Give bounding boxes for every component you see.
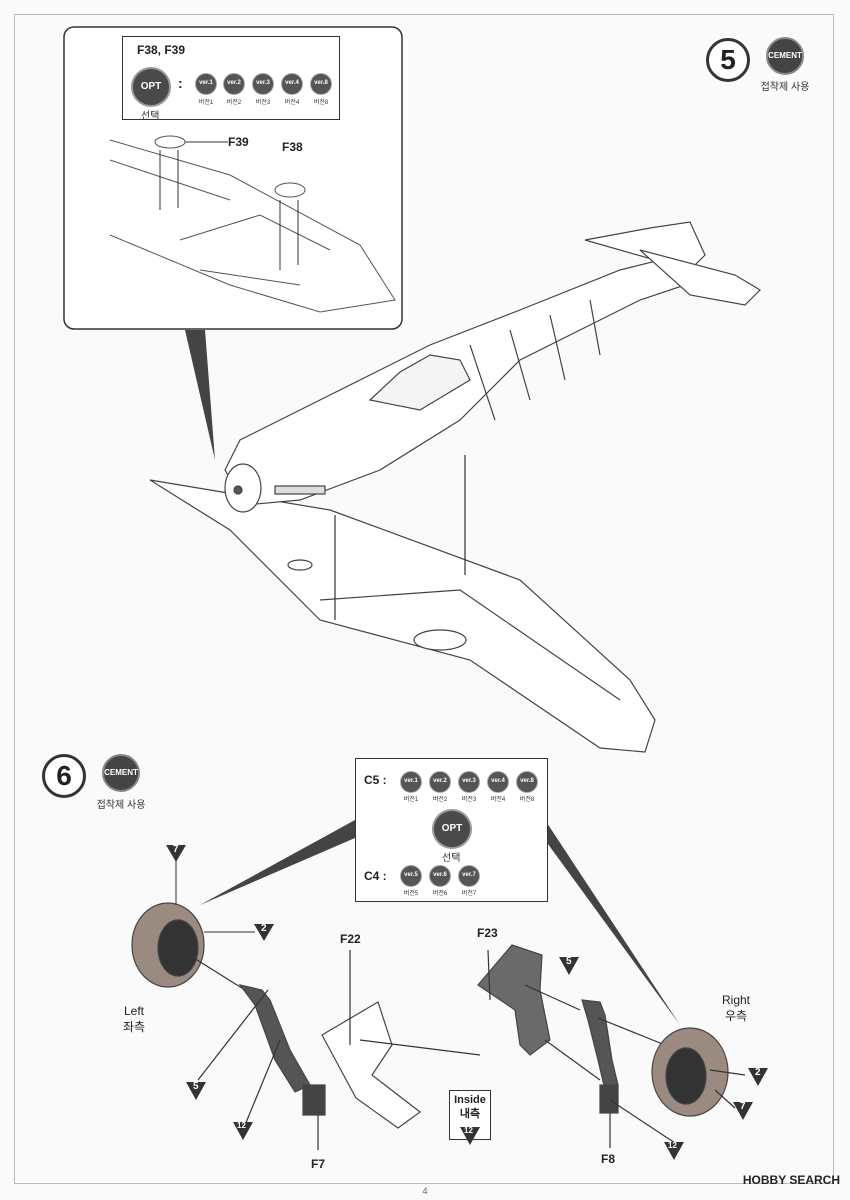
- c5-ver-badge: ver.2: [429, 771, 451, 793]
- callout-2: 2: [261, 923, 267, 934]
- option-pointer-right: [545, 820, 680, 1025]
- callout-7: 7: [173, 844, 179, 855]
- left-label-kr: 좌측: [122, 1020, 146, 1034]
- part-label-f7: F7: [311, 1157, 326, 1171]
- callout-triangle: [254, 924, 274, 941]
- c5-ver-badge: ver.4: [487, 771, 509, 793]
- callout-5: 5: [193, 1081, 199, 1092]
- inset-pointer: [185, 330, 215, 460]
- c5-ver-badge: ver.1: [400, 771, 422, 793]
- right-label-kr: 우측: [724, 1009, 748, 1023]
- callout-12: 12: [668, 1141, 677, 1150]
- callout-12: 12: [237, 1121, 246, 1130]
- f22-cover-drawing: [321, 950, 481, 1129]
- step6-cement-icon: CEMENT: [102, 754, 140, 792]
- step5-ver-badge: ver.8: [310, 73, 332, 95]
- c5-ver-sub: 버전1: [403, 797, 419, 803]
- left-wheel-drawing: [131, 902, 246, 991]
- c4-label: C4 :: [364, 869, 387, 883]
- part-label-f8: F8: [601, 1152, 616, 1166]
- left-side-label: Left 좌측: [104, 1003, 164, 1035]
- c5-label: C5 :: [364, 773, 387, 787]
- right-side-label: Right 우측: [706, 992, 766, 1024]
- page-border: [14, 14, 834, 1184]
- step5-opt-sub: 선택: [141, 111, 160, 122]
- c5-ver-sub: 버전3: [461, 797, 477, 803]
- step5-ver-sub: 버전2: [226, 100, 242, 106]
- c4-ver-badge: ver.7: [458, 865, 480, 887]
- inset-wing-drawing: [109, 135, 396, 313]
- step5-ver-sub: 버전8: [313, 100, 329, 106]
- c4-ver-sub: 버전7: [461, 891, 477, 897]
- step5-option-title: F38, F39: [137, 43, 186, 57]
- step6-number: 6: [42, 754, 86, 798]
- part-label-f38: F38: [282, 140, 303, 154]
- callout-triangle: [460, 1127, 480, 1145]
- step5-ver-sub: 버전4: [284, 100, 300, 106]
- callout-5: 5: [566, 956, 572, 967]
- c5-ver-sub: 버전2: [432, 797, 448, 803]
- c4-ver-badge: ver.6: [429, 865, 451, 887]
- page-number: 4: [422, 1186, 428, 1196]
- callout-7: 7: [740, 1101, 746, 1112]
- right-wheel-drawing: [651, 1027, 746, 1117]
- callout-12: 12: [464, 1126, 473, 1135]
- step5-cement-label: 접착제 사용: [760, 82, 810, 93]
- c5-ver-badge: ver.3: [458, 771, 480, 793]
- inside-label-kr: 내측: [459, 1108, 481, 1120]
- step5-ver-badge: ver.4: [281, 73, 303, 95]
- watermark-logo: HOBBY SEARCH: [742, 1173, 840, 1187]
- step6-opt-sub: 선택: [442, 853, 461, 864]
- right-label-en: Right: [721, 993, 750, 1007]
- callout-triangle: [664, 1142, 684, 1160]
- step6-option-box: C5 : ver.1 버전1 ver.2 버전2 ver.3 버전3 ver.4…: [355, 758, 548, 902]
- c5-label-text: C5: [364, 773, 380, 787]
- option-pointer-left: [200, 820, 355, 905]
- step5-ver-badge: ver.1: [195, 73, 217, 95]
- step5-cement-icon: CEMENT: [766, 37, 804, 75]
- callout-triangle: [166, 845, 186, 862]
- c5-ver-sub: 버전8: [519, 797, 535, 803]
- f23-cover-drawing: [477, 944, 601, 1081]
- c4-ver-sub: 버전5: [403, 891, 419, 897]
- c4-ver-badge: ver.5: [400, 865, 422, 887]
- callout-triangle: [186, 1082, 206, 1100]
- step6-opt-icon: OPT: [432, 809, 472, 849]
- part-label-f39: F39: [228, 135, 249, 149]
- c5-ver-badge: ver.8: [516, 771, 538, 793]
- callout-2: 2: [755, 1067, 761, 1078]
- left-label-en: Left: [123, 1004, 144, 1018]
- step5-ver-sub: 버전3: [255, 100, 271, 106]
- callout-triangle: [233, 1122, 253, 1140]
- step6-cement-label: 접착제 사용: [96, 800, 146, 811]
- part-label-f22: F22: [340, 932, 361, 946]
- step5-number: 5: [706, 38, 750, 82]
- callout-triangle: [748, 1068, 768, 1086]
- right-strut-drawing: [581, 999, 676, 1148]
- left-strut-drawing: [197, 984, 326, 1150]
- step5-colon: :: [178, 75, 183, 91]
- step5-ver-badge: ver.2: [223, 73, 245, 95]
- c4-ver-sub: 버전6: [432, 891, 448, 897]
- callout-triangle: [559, 957, 579, 975]
- c5-ver-sub: 버전4: [490, 797, 506, 803]
- step5-opt-icon: OPT: [131, 67, 171, 107]
- inside-label-en: Inside: [454, 1094, 486, 1106]
- aircraft-drawing: [149, 221, 761, 753]
- step5-option-box: F38, F39 OPT 선택 : ver.1 버전1 ver.2 버전2 ve…: [122, 36, 340, 122]
- callout-triangle: [733, 1102, 753, 1120]
- c4-label-text: C4: [364, 869, 380, 883]
- part-label-f23: F23: [477, 926, 498, 940]
- step5-ver-sub: 버전1: [198, 100, 214, 106]
- step5-ver-badge: ver.3: [252, 73, 274, 95]
